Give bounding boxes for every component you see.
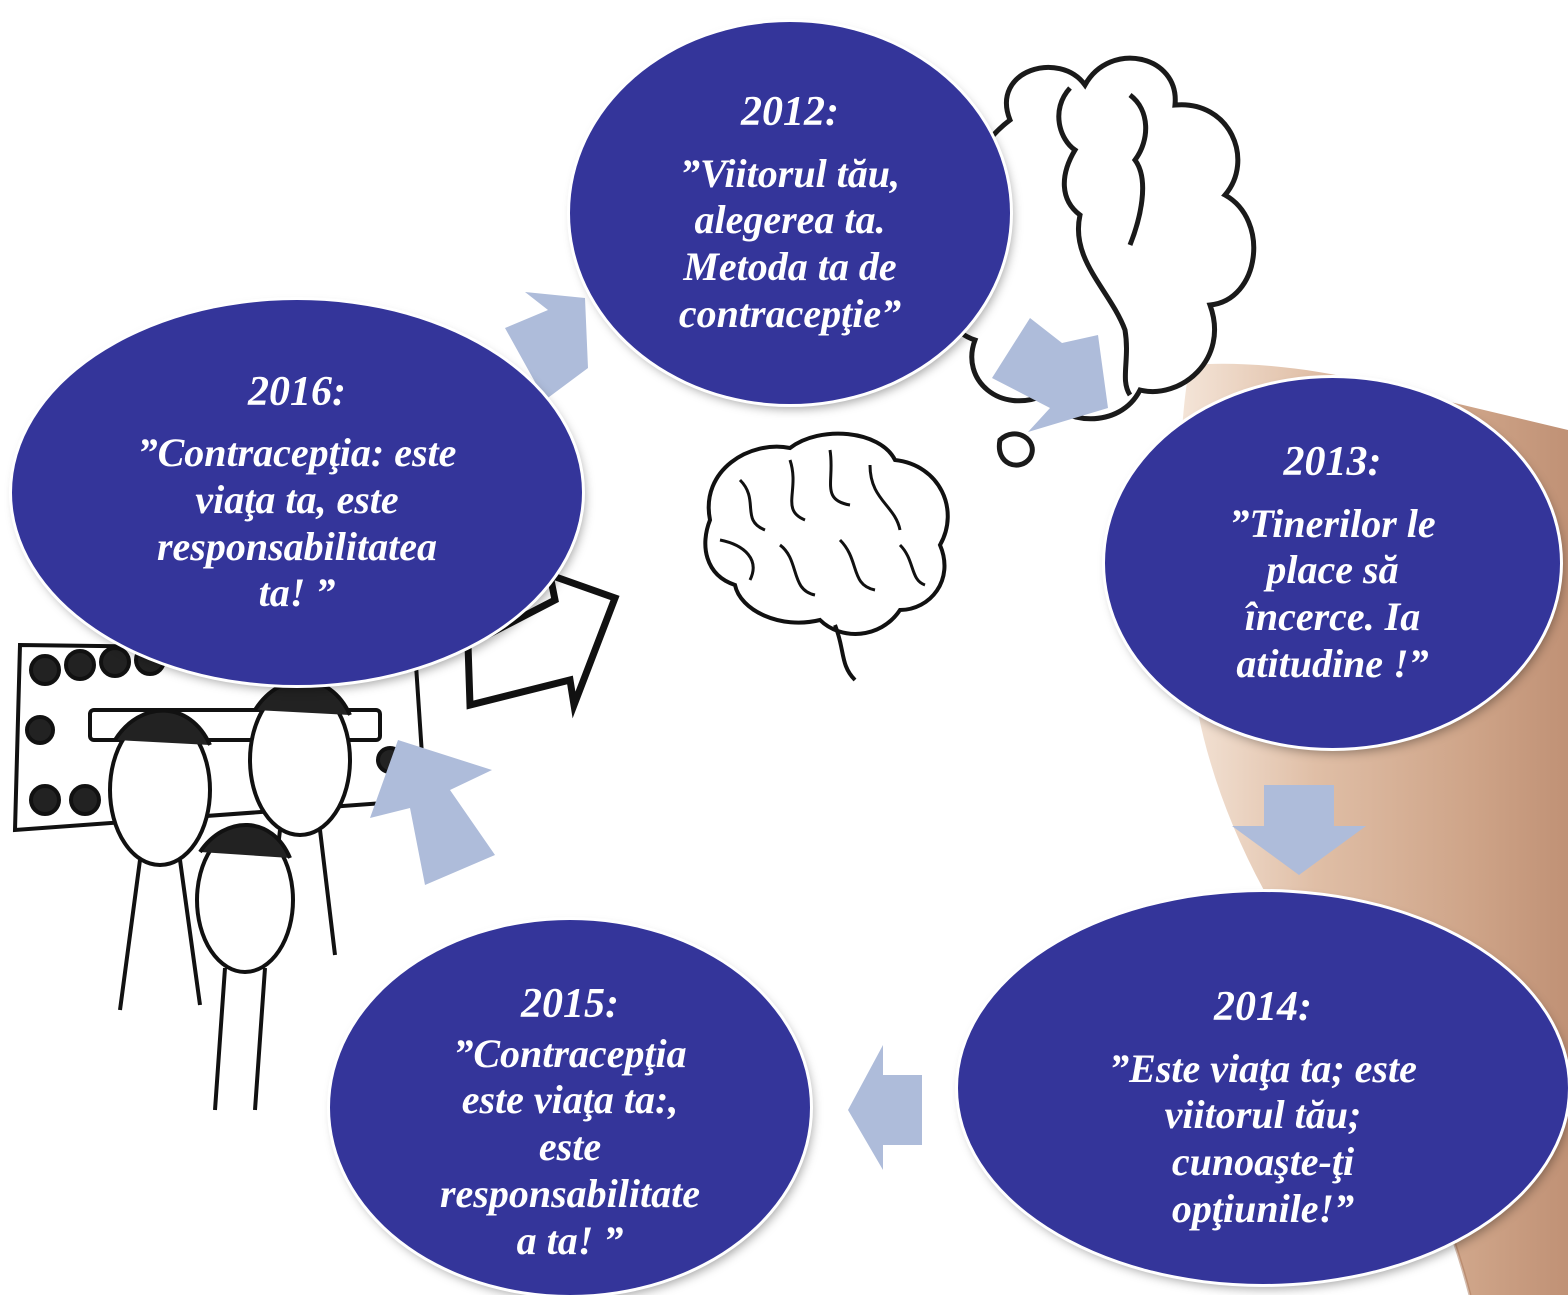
campaign-slogan: ”Viitorul tău, alegerea ta. Metoda ta de… (678, 150, 902, 336)
campaign-node-2015: 2015: ”Contracepţia este viaţa ta:, este… (330, 920, 810, 1295)
campaign-slogan: ”Contracepţia este viaţa ta:, este respo… (439, 1030, 701, 1263)
campaign-slogan: ”Este viaţa ta; este viitorul tău; cunoa… (1109, 1045, 1417, 1231)
campaign-year: 2012: (741, 89, 839, 136)
arrow-2014-to-2015 (848, 1045, 922, 1170)
campaign-node-2013: 2013: ”Tinerilor le place să încerce. Ia… (1105, 378, 1560, 748)
campaign-slogan: ”Tinerilor le place să încerce. Ia atitu… (1229, 500, 1436, 686)
campaign-node-2012: 2012: ”Viitorul tău, alegerea ta. Metoda… (570, 22, 1010, 404)
arrow-2013-to-2014 (1232, 785, 1366, 875)
campaign-node-2016: 2016: ”Contracepţia: este viaţa ta, este… (12, 300, 582, 685)
pill-characters-illustration (108, 678, 352, 1111)
arrow-2015-to-2016 (370, 740, 495, 885)
arrow-2016-to-2012 (505, 292, 588, 400)
thought-bubble-woman-icon (940, 55, 1257, 468)
campaign-year: 2013: (1283, 439, 1382, 486)
brain-icon (703, 431, 950, 682)
campaign-year: 2015: (521, 981, 619, 1028)
campaign-year: 2016: (248, 368, 346, 415)
outline-arrow-icon (464, 569, 620, 719)
campaign-node-2014: 2014: ”Este viaţa ta; este viitorul tău;… (958, 892, 1568, 1284)
campaign-year: 2014: (1214, 984, 1312, 1031)
arrow-2012-to-2013 (992, 318, 1108, 432)
campaign-slogan: ”Contracepţia: este viaţa ta, este respo… (137, 430, 457, 616)
